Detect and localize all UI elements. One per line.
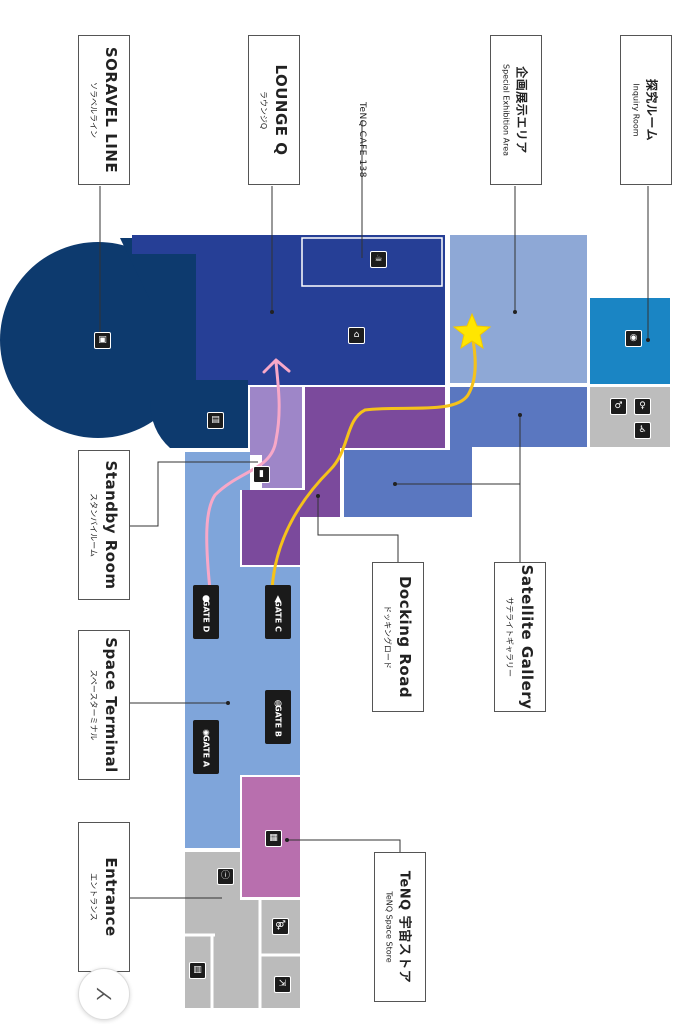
leader-dots <box>226 310 650 842</box>
locker-icon: ▥ <box>189 962 206 979</box>
chevron-icon: ⋋ <box>95 983 113 1005</box>
entrance-area[interactable] <box>185 852 300 1008</box>
leader-lines <box>99 120 649 899</box>
rocket-icon: ▲ <box>274 594 282 604</box>
pink-route <box>205 358 291 592</box>
restroom-area <box>590 387 670 447</box>
seat-icon: ⌂ <box>348 327 365 344</box>
wheelchair-icon: ♿ <box>634 422 651 439</box>
exit-icon: ⇲ <box>274 976 291 993</box>
collapse-button[interactable]: ⋋ <box>78 968 130 1020</box>
person-icon: ● <box>202 594 210 604</box>
gate-b[interactable]: ◍ GATE B <box>265 690 291 744</box>
info-icon: ⓘ <box>217 868 234 885</box>
planet-icon: ◍ <box>274 699 282 709</box>
current-location-star <box>452 312 492 350</box>
elevator-icon: ▣ <box>94 332 111 349</box>
ticket-icon: ▤ <box>207 412 224 429</box>
gate-c[interactable]: ▲ GATE C <box>265 585 291 639</box>
cafe-cup-icon: ☕ <box>370 251 387 268</box>
inquiry-icon: ◉ <box>625 330 642 347</box>
door-icon: ▮ <box>253 466 270 483</box>
cafe-outline <box>301 237 443 287</box>
sun-icon: ✺ <box>202 729 210 739</box>
label-tenq-cafe[interactable]: TeNQ CAFE 138 <box>357 101 367 179</box>
gate-a[interactable]: ✺ GATE A <box>193 720 219 774</box>
restroom-icon: ⚤ <box>272 918 289 935</box>
shop-icon: ▦ <box>265 830 282 847</box>
yellow-route <box>270 333 477 592</box>
entrance-walls <box>185 900 300 1008</box>
toilet-woman-icon: ♀ <box>634 398 651 415</box>
gate-d[interactable]: ● GATE D <box>193 585 219 639</box>
toilet-man-icon: ♂ <box>610 398 627 415</box>
special-exhibition-area[interactable] <box>450 235 587 383</box>
lounge-q-area[interactable] <box>132 235 445 385</box>
